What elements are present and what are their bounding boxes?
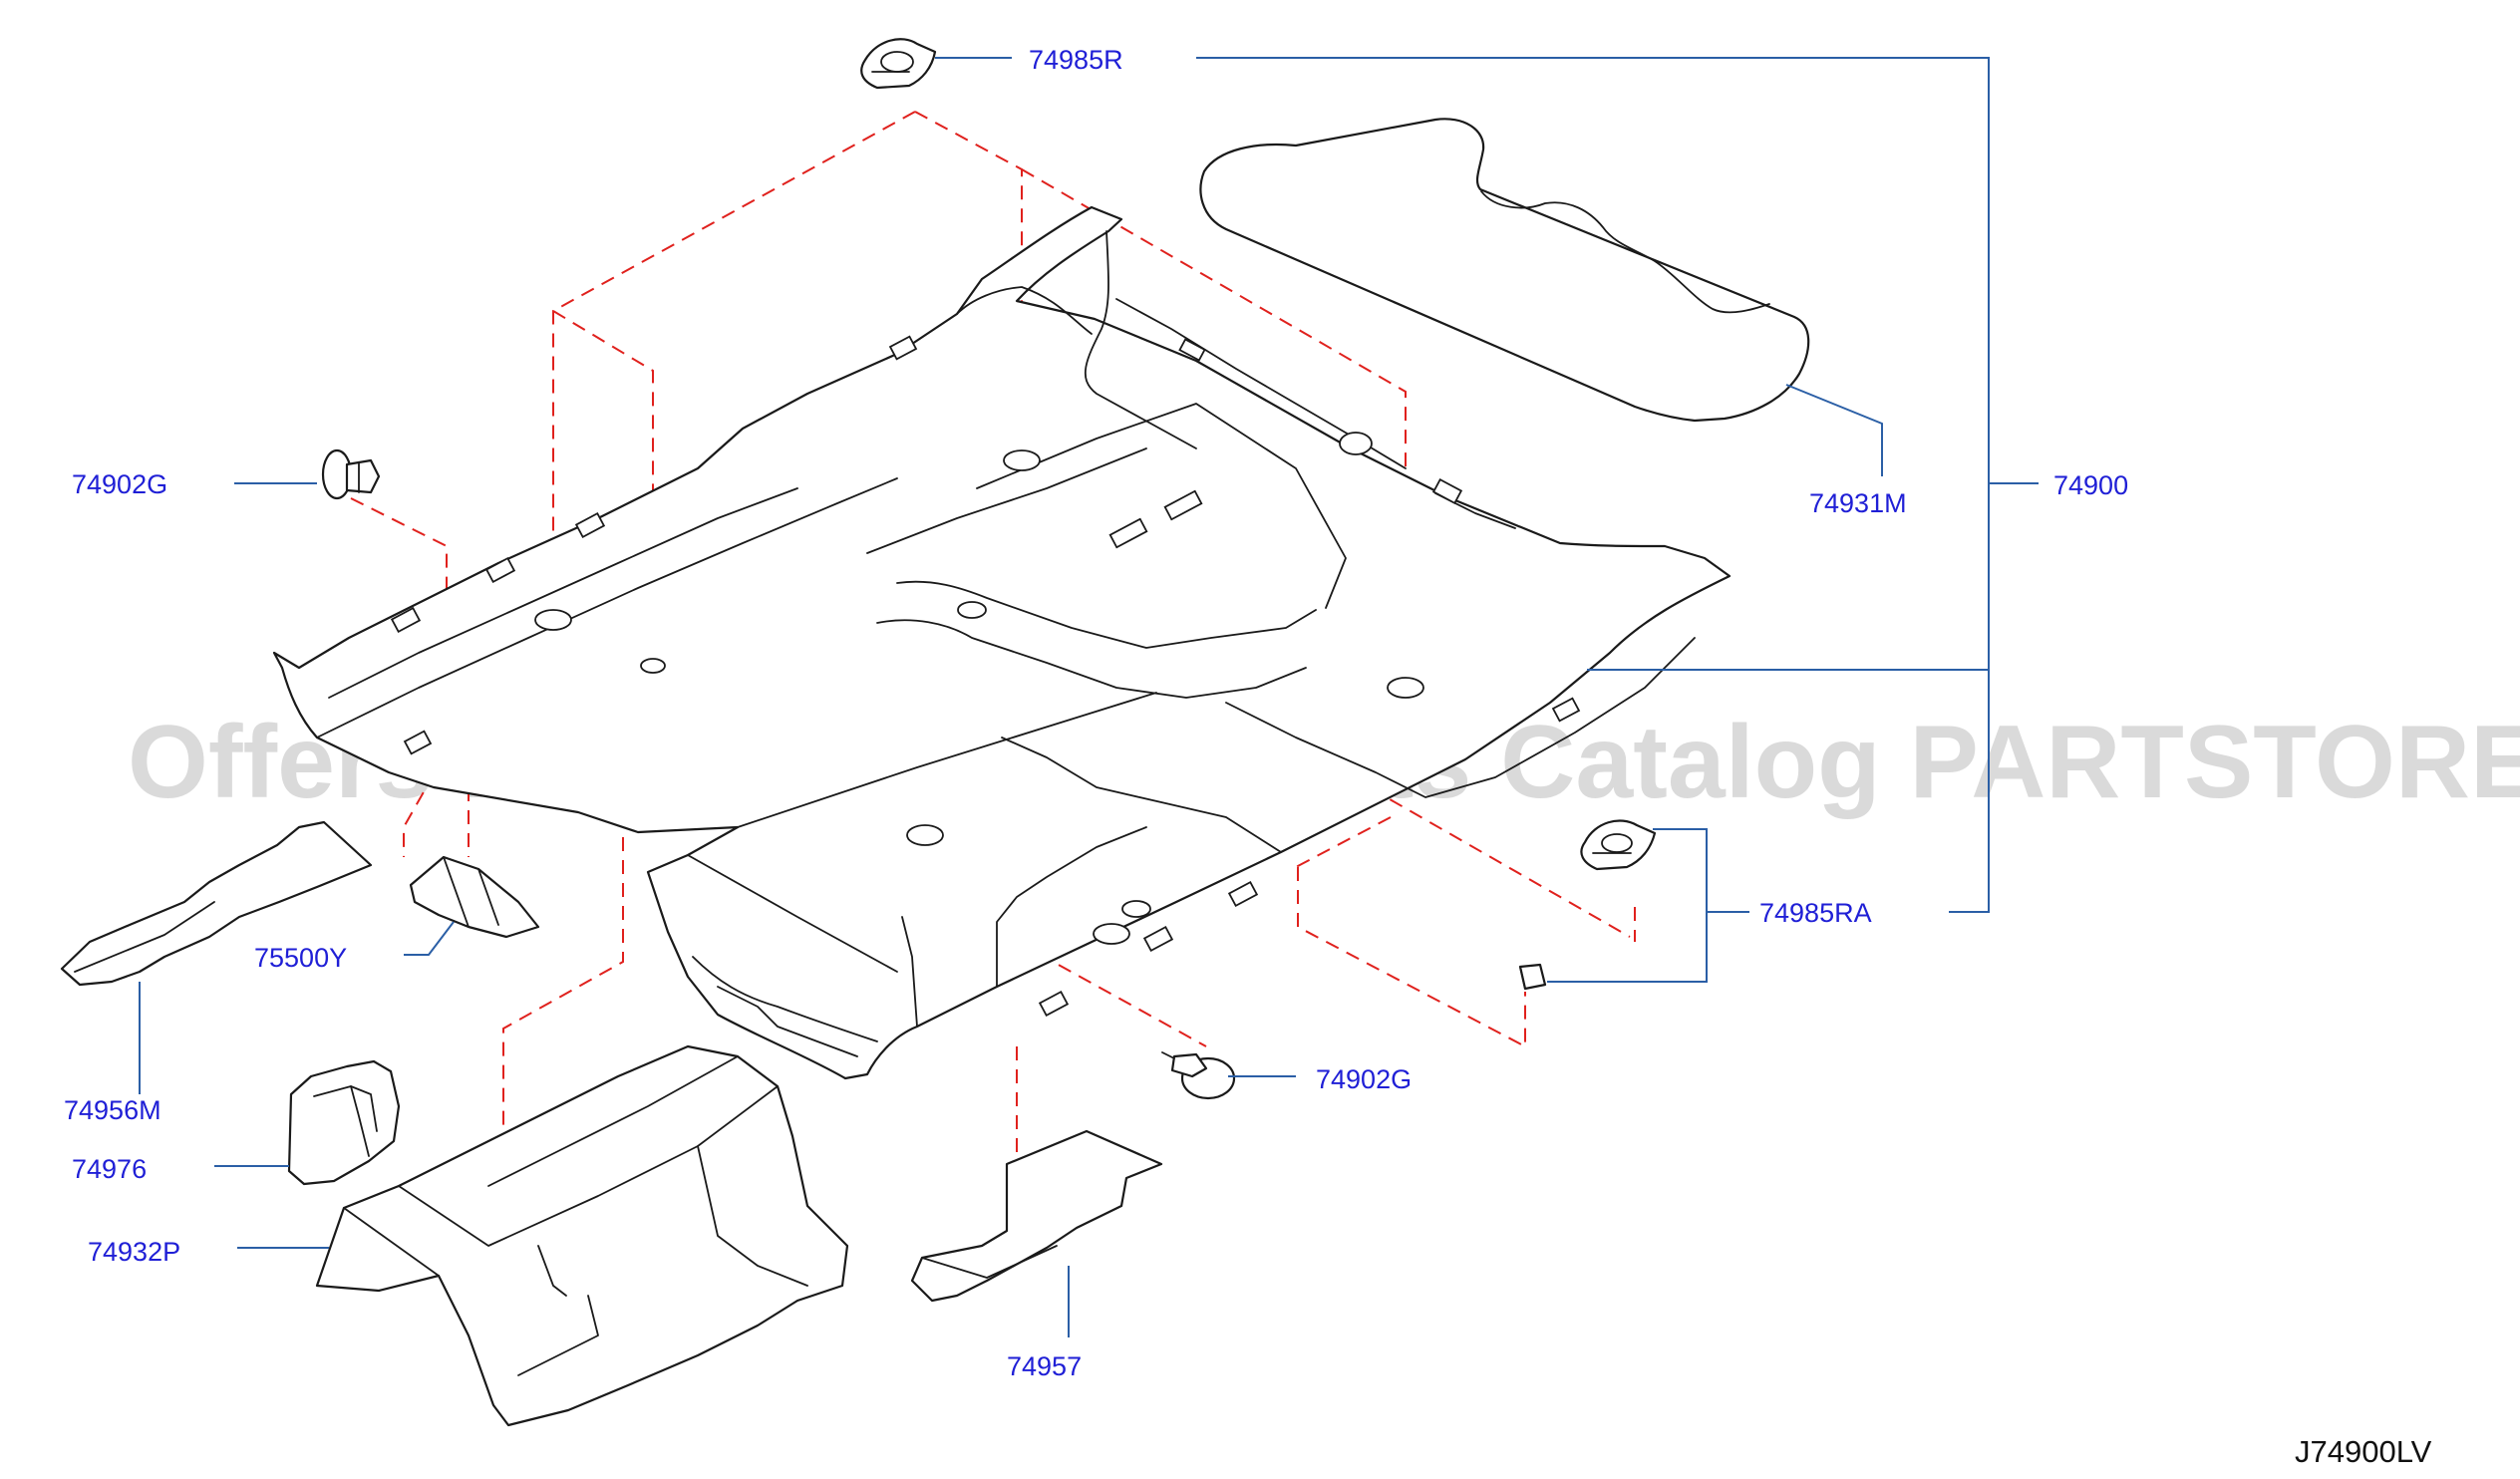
label-74902g-left: 74902G <box>72 469 167 499</box>
floor-carpet-assembly <box>272 205 1732 1080</box>
diagram-code: J74900LV <box>2295 1434 2432 1469</box>
block-74976-drawing <box>287 1059 401 1186</box>
label-74976: 74976 <box>72 1154 147 1184</box>
spacer-75500y-drawing <box>409 855 540 939</box>
label-74985ra: 74985RA <box>1759 898 1872 928</box>
rear-floor-mat <box>1199 118 1810 423</box>
clip-74985ra-drawing <box>1580 819 1657 871</box>
leader-lines <box>139 57 2039 1337</box>
label-74985r: 74985R <box>1029 45 1123 75</box>
grommet-left-drawing <box>321 448 381 500</box>
label-74902g-right: 74902G <box>1316 1064 1412 1094</box>
label-74957: 74957 <box>1007 1351 1082 1381</box>
label-74932p: 74932P <box>88 1237 180 1267</box>
label-74956m: 74956M <box>64 1095 161 1125</box>
pad-74957-drawing <box>910 1129 1163 1303</box>
label-74931m: 74931M <box>1809 488 1907 518</box>
pad-74956m-drawing <box>60 820 373 987</box>
clip-block-drawing <box>1518 963 1547 991</box>
label-74900: 74900 <box>2053 470 2128 500</box>
label-75500y: 75500Y <box>254 943 347 973</box>
clip-74985r-drawing <box>860 38 937 90</box>
grommet-right-drawing <box>1161 1051 1236 1100</box>
part-labels: 74985R 74900 74931M 74902G 74985RA 75500… <box>64 45 2432 1469</box>
tunnel-insulator-74932p-drawing <box>315 1044 849 1427</box>
